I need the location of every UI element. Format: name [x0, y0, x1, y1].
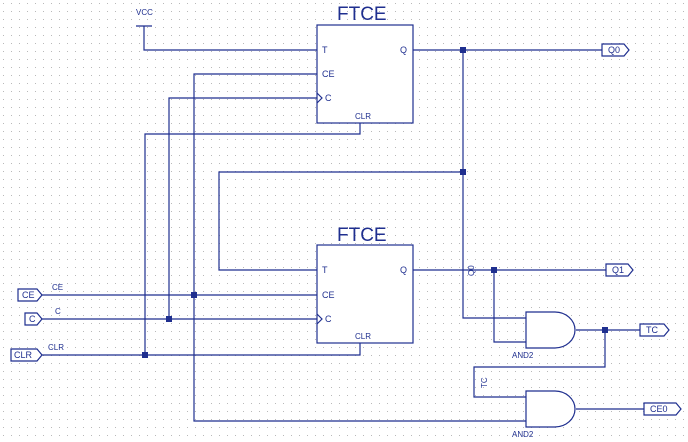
ff-top-pin-ce: CE — [322, 69, 335, 79]
ff-top-pin-t: T — [322, 45, 328, 55]
port-tc-output[interactable]: TC — [639, 323, 670, 337]
wires — [42, 25, 644, 422]
flip-flop-bottom[interactable]: FTCE T CE C Q CLR — [316, 225, 414, 344]
port-ceo-label: CE0 — [650, 404, 668, 414]
net-label-clr: CLR — [48, 343, 64, 352]
net-label-tc: TC — [480, 377, 489, 388]
and-gate-tc[interactable]: AND2 — [512, 311, 576, 360]
ff-bottom-pin-q: Q — [400, 265, 407, 275]
port-q1-output[interactable]: Q1 — [605, 263, 634, 277]
ff-bottom-pin-ce: CE — [322, 290, 335, 300]
and-gate-ceo[interactable]: AND2 — [512, 390, 576, 439]
junctions — [142, 47, 608, 358]
ff-bottom-title: FTCE — [337, 225, 387, 246]
ff-bottom-pin-clr: CLR — [355, 332, 371, 341]
port-q0-label: Q0 — [608, 45, 620, 55]
ff-top-pin-q: Q — [400, 45, 407, 55]
port-tc-label: TC — [646, 325, 658, 335]
ff-top-pin-clr: CLR — [355, 112, 371, 121]
ff-bottom-pin-t: T — [322, 265, 328, 275]
flip-flop-top[interactable]: FTCE T CE C Q CLR — [316, 4, 414, 124]
ff-bottom-pin-c: C — [325, 314, 332, 324]
net-label-q0: Q0 — [467, 265, 476, 276]
ff-top-pin-c: C — [325, 93, 332, 103]
and-gate-tc-label: AND2 — [512, 351, 534, 360]
net-label-c: C — [55, 307, 61, 316]
port-ceo-output[interactable]: CE0 — [643, 402, 682, 416]
port-q1-label: Q1 — [612, 265, 624, 275]
port-q0-output[interactable]: Q0 — [601, 43, 630, 57]
vcc-label: VCC — [136, 8, 153, 17]
port-ce-label: CE — [22, 290, 35, 300]
and-gate-ceo-label: AND2 — [512, 430, 534, 439]
port-ce-input[interactable]: CE — [17, 288, 43, 302]
ff-top-title: FTCE — [337, 4, 387, 25]
ff-top-clock-marker — [316, 92, 323, 104]
port-c-label: C — [29, 314, 36, 324]
port-c-input[interactable]: C — [24, 312, 43, 326]
port-clr-input[interactable]: CLR — [10, 348, 43, 362]
ff-bottom-clock-marker — [316, 313, 323, 325]
port-clr-label: CLR — [14, 350, 33, 360]
net-label-ce: CE — [52, 283, 63, 292]
